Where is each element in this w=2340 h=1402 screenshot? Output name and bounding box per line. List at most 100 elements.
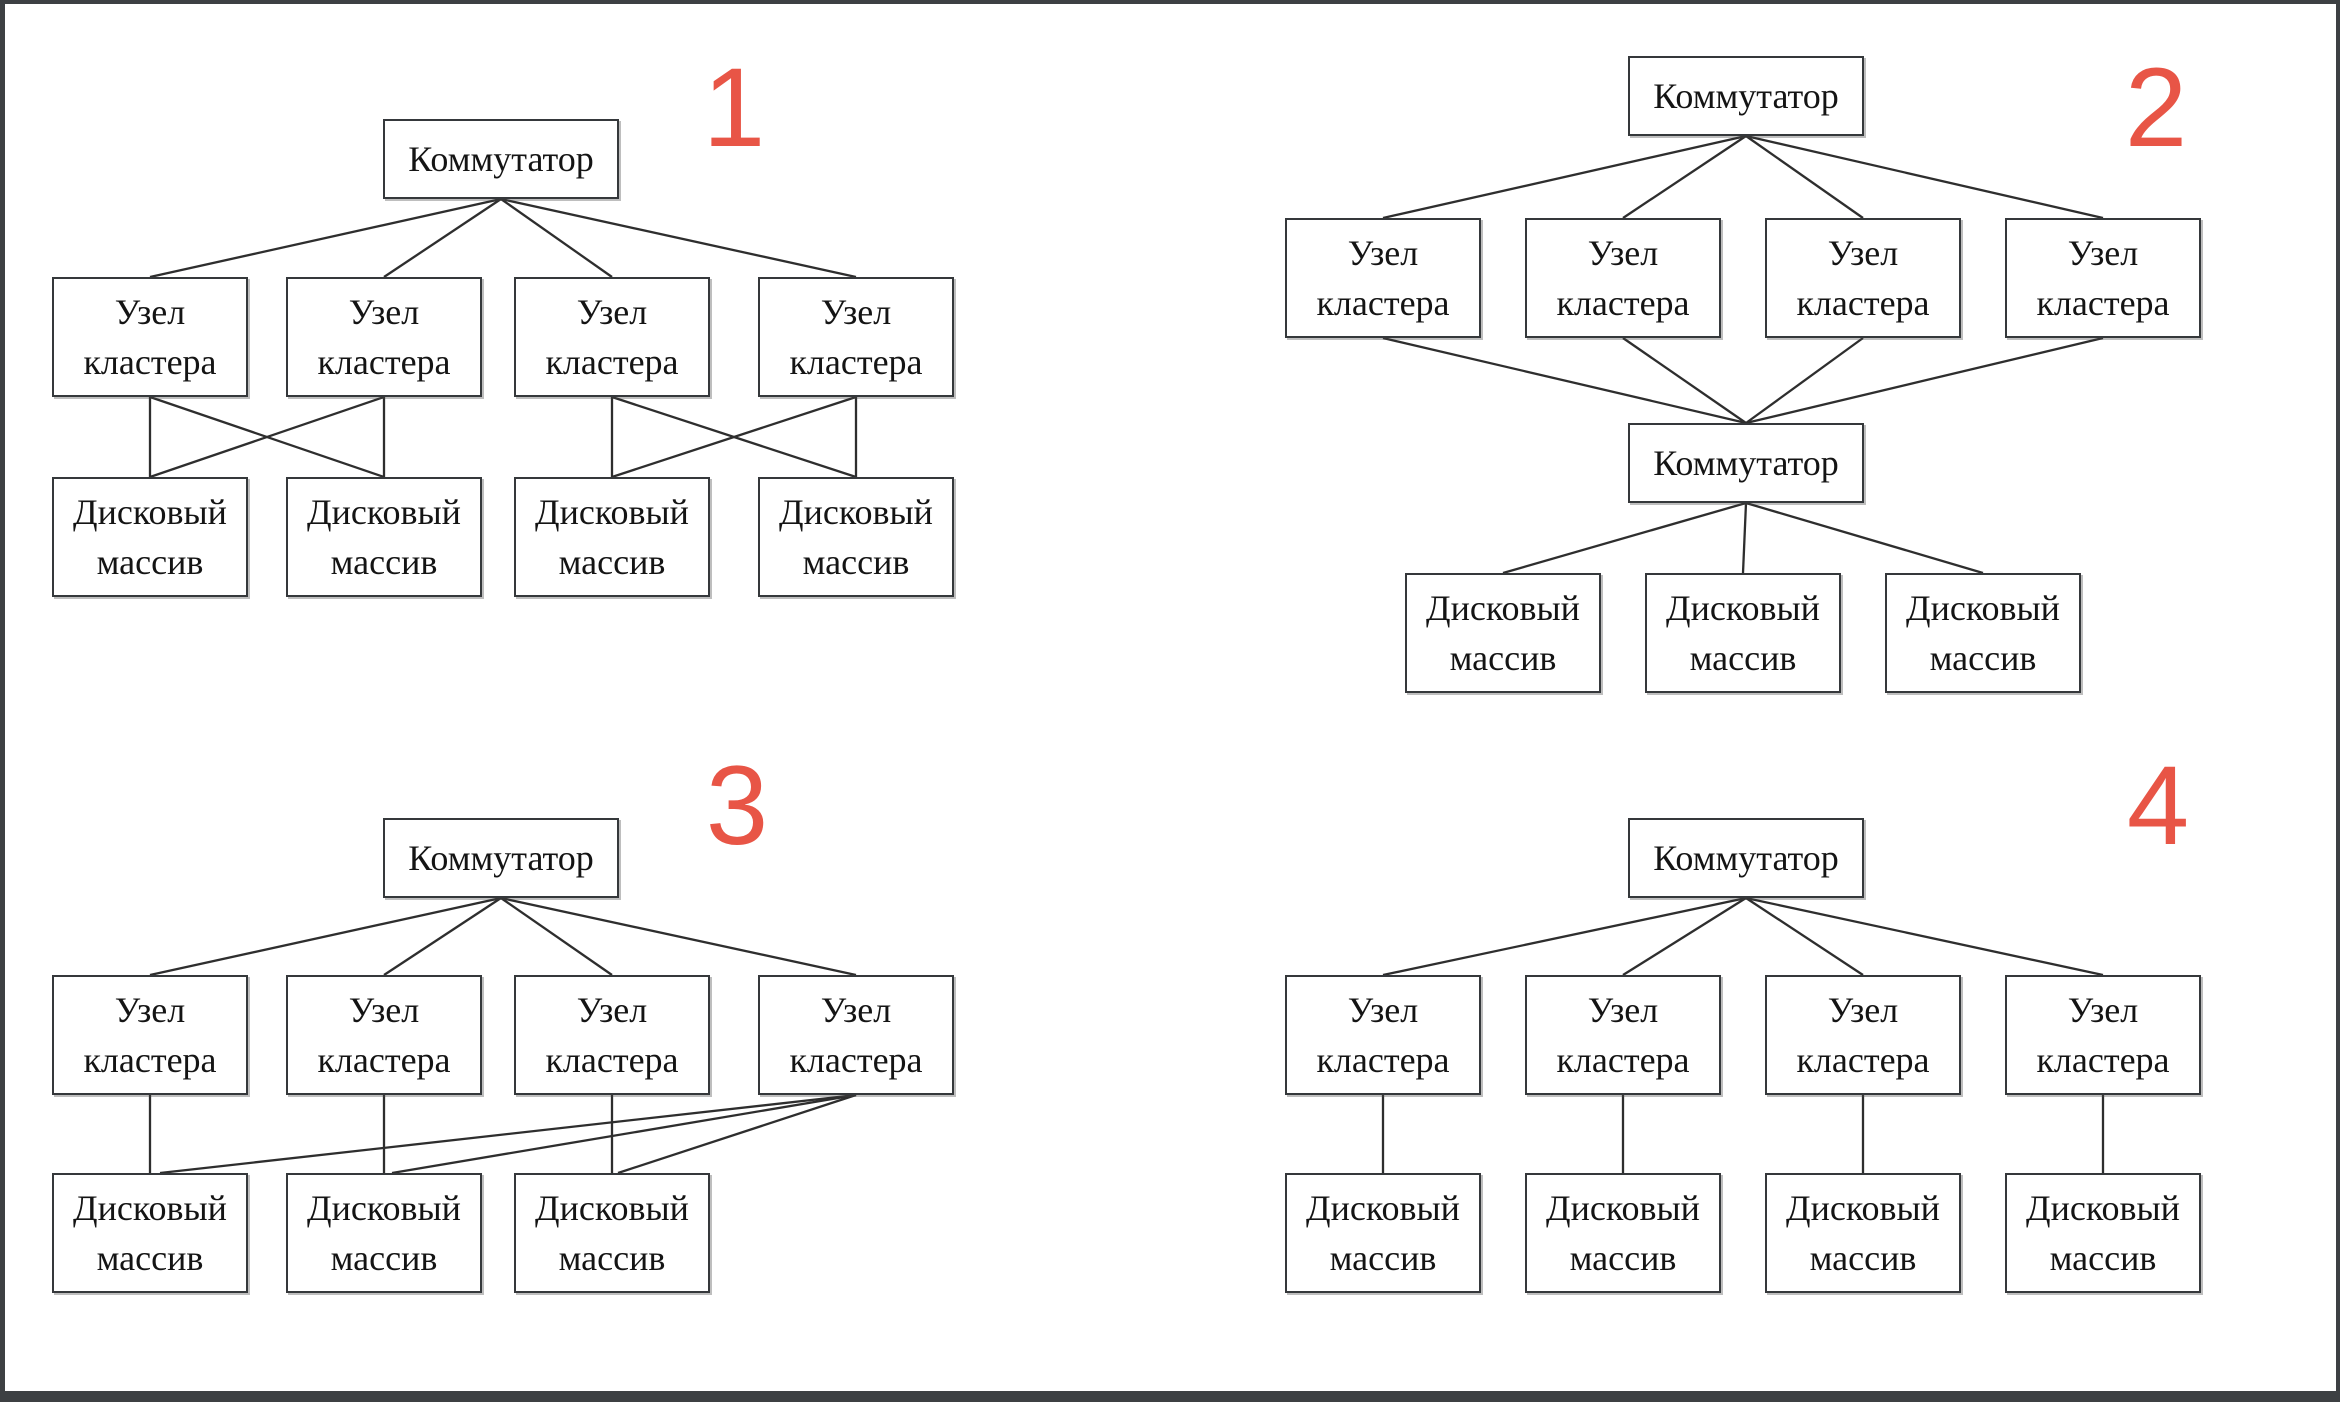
diagram3-disk-box-2: Дисковый массив: [286, 1173, 482, 1293]
diagram1-disk-box-2: Дисковый массив: [286, 477, 482, 597]
diagram1-node-box-1: Узел кластера: [52, 277, 248, 397]
node-label-line1: Узел: [348, 292, 420, 332]
switch-label: Коммутатор: [1653, 76, 1839, 116]
diagram2-storage-switch-box: Коммутатор: [1628, 423, 1864, 503]
node-label-line2: кластера: [1316, 283, 1450, 323]
diagram3-disk-box-1: Дисковый массив: [52, 1173, 248, 1293]
disk-label-line1: Дисковый: [1906, 588, 2060, 628]
diagram4-connectors: [1381, 896, 2105, 1173]
disk-label-line2: массив: [1329, 1238, 1437, 1278]
node-label-line1: Узел: [2067, 990, 2139, 1030]
diagram3-node-box-3: Узел кластера: [514, 975, 710, 1095]
diagram1-node-box-2: Узел кластера: [286, 277, 482, 397]
disk-label-line2: массив: [558, 542, 666, 582]
diagram4-disk-box-1: Дисковый массив: [1285, 1173, 1481, 1293]
node-label-line2: кластера: [789, 342, 923, 382]
disk-label-line2: массив: [2049, 1238, 2157, 1278]
diagram4-number: 4: [2126, 743, 2190, 868]
diagram3-disk-box-3: Дисковый массив: [514, 1173, 710, 1293]
diagram4-node-box-3: Узел кластера: [1765, 975, 1961, 1095]
node-label-line2: кластера: [2036, 283, 2170, 323]
node-label-line2: кластера: [317, 1040, 451, 1080]
node-label-line2: кластера: [317, 342, 451, 382]
diagram1-disk-box-1: Дисковый массив: [52, 477, 248, 597]
node-label-line1: Узел: [576, 292, 648, 332]
node-label-line2: кластера: [1796, 1040, 1930, 1080]
node-label-line1: Узел: [114, 292, 186, 332]
disk-label-line1: Дисковый: [1306, 1188, 1460, 1228]
diagram2-node-box-3: Узел кластера: [1765, 218, 1961, 338]
diagram3-connectors: [148, 896, 857, 1175]
node-label-line1: Узел: [820, 292, 892, 332]
node-label-line1: Узел: [576, 990, 648, 1030]
diagram4-node-box-1: Узел кластера: [1285, 975, 1481, 1095]
diagram4-node-box-2: Узел кластера: [1525, 975, 1721, 1095]
disk-label-line1: Дисковый: [2026, 1188, 2180, 1228]
diagram4-switch-box: Коммутатор: [1628, 818, 1864, 898]
disk-label-line2: массив: [1689, 638, 1797, 678]
diagram1-node-box-3: Узел кластера: [514, 277, 710, 397]
disk-label-line1: Дисковый: [1666, 588, 1820, 628]
diagram2-disk-box-1: Дисковый массив: [1405, 573, 1601, 693]
disk-label-line1: Дисковый: [1786, 1188, 1940, 1228]
disk-label-line2: массив: [96, 1238, 204, 1278]
diagram2-top-switch-box: Коммутатор: [1628, 56, 1864, 136]
diagram2-disk-box-3: Дисковый массив: [1885, 573, 2081, 693]
node-label-line1: Узел: [114, 990, 186, 1030]
diagram3-number: 3: [705, 743, 769, 868]
diagram3-node-box-4: Узел кластера: [758, 975, 954, 1095]
node-label-line1: Узел: [2067, 233, 2139, 273]
switch-label: Коммутатор: [1653, 838, 1839, 878]
switch-label: Коммутатор: [408, 838, 594, 878]
disk-label-line2: массив: [558, 1238, 666, 1278]
disk-label-line2: массив: [1569, 1238, 1677, 1278]
diagram3-node-box-1: Узел кластера: [52, 975, 248, 1095]
switch-label: Коммутатор: [408, 139, 594, 179]
node-label-line2: кластера: [789, 1040, 923, 1080]
diagram2-node-box-2: Узел кластера: [1525, 218, 1721, 338]
node-label-line1: Узел: [1587, 233, 1659, 273]
diagram1-node-box-4: Узел кластера: [758, 277, 954, 397]
node-label-line2: кластера: [1316, 1040, 1450, 1080]
disk-label-line2: массив: [330, 542, 438, 582]
diagram1-number: 1: [702, 45, 766, 170]
disk-label-line2: массив: [96, 542, 204, 582]
diagram4-disk-box-3: Дисковый массив: [1765, 1173, 1961, 1293]
node-label-line1: Узел: [820, 990, 892, 1030]
disk-label-line1: Дисковый: [307, 1188, 461, 1228]
disk-label-line1: Дисковый: [535, 1188, 689, 1228]
node-label-line1: Узел: [1827, 233, 1899, 273]
disk-label-line2: массив: [1449, 638, 1557, 678]
node-label-line2: кластера: [1796, 283, 1930, 323]
diagram4-node-box-4: Узел кластера: [2005, 975, 2201, 1095]
diagram4-disk-box-2: Дисковый массив: [1525, 1173, 1721, 1293]
diagram2-connectors: [1382, 134, 2104, 575]
diagram1-switch-box: Коммутатор: [383, 119, 619, 199]
disk-label-line1: Дисковый: [1426, 588, 1580, 628]
node-label-line1: Узел: [1347, 990, 1419, 1030]
disk-label-line1: Дисковый: [307, 492, 461, 532]
disk-label-line2: массив: [330, 1238, 438, 1278]
diagram1-connectors: [148, 197, 858, 479]
node-label-line2: кластера: [545, 342, 679, 382]
node-label-line1: Узел: [1587, 990, 1659, 1030]
disk-label-line2: массив: [1809, 1238, 1917, 1278]
node-label-line2: кластера: [545, 1040, 679, 1080]
disk-label-line2: массив: [1929, 638, 2037, 678]
diagram1-disk-box-4: Дисковый массив: [758, 477, 954, 597]
node-label-line1: Узел: [1347, 233, 1419, 273]
diagram2-node-box-4: Узел кластера: [2005, 218, 2201, 338]
node-label-line2: кластера: [1556, 283, 1690, 323]
disk-label-line2: массив: [802, 542, 910, 582]
diagram2-disk-box-2: Дисковый массив: [1645, 573, 1841, 693]
node-label-line2: кластера: [1556, 1040, 1690, 1080]
switch-label: Коммутатор: [1653, 443, 1839, 483]
diagram3-switch-box: Коммутатор: [383, 818, 619, 898]
disk-label-line1: Дисковый: [1546, 1188, 1700, 1228]
node-label-line1: Узел: [348, 990, 420, 1030]
diagram1-disk-box-3: Дисковый массив: [514, 477, 710, 597]
diagram4-disk-box-4: Дисковый массив: [2005, 1173, 2201, 1293]
diagram3-node-box-2: Узел кластера: [286, 975, 482, 1095]
